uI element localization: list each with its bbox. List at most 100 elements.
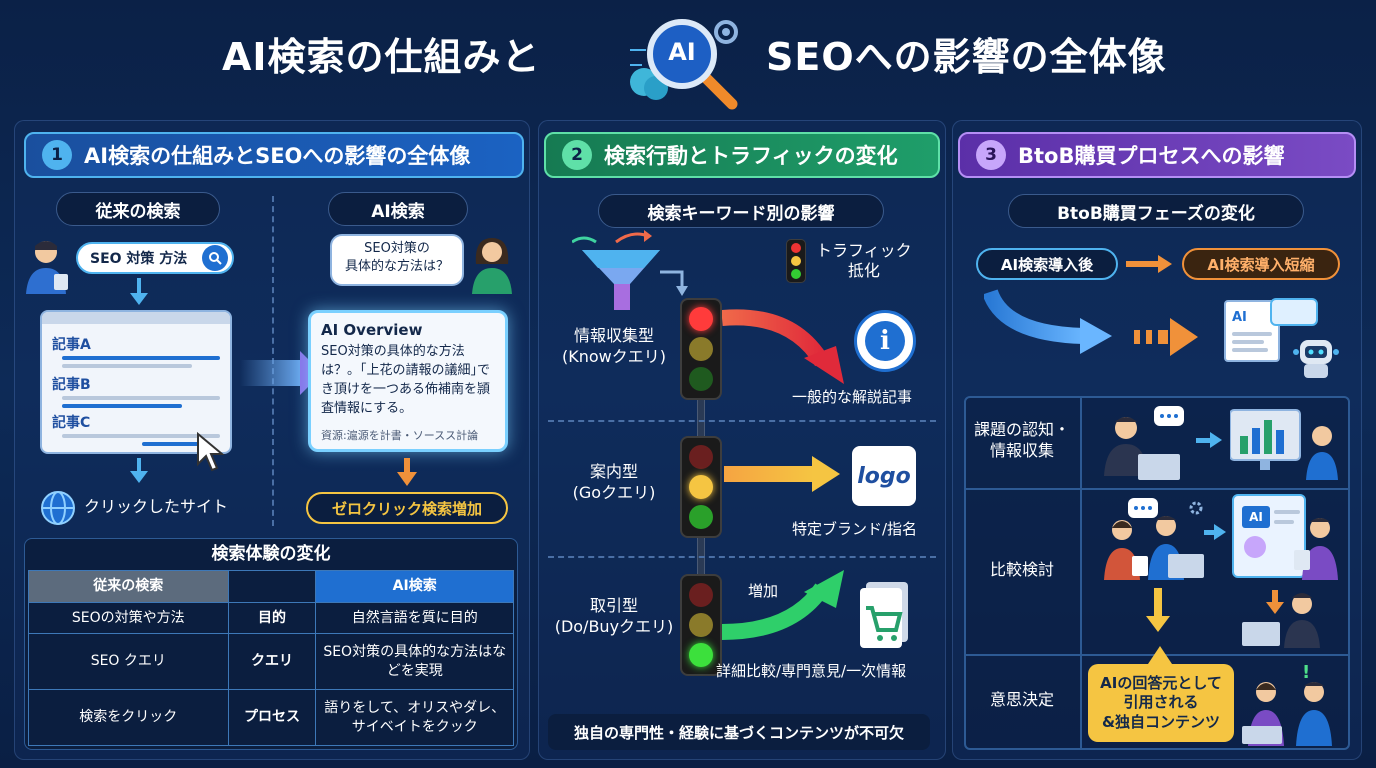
pole <box>697 396 705 440</box>
person-tablet-illustration <box>1294 510 1344 584</box>
table-cell: プロセス <box>227 689 317 746</box>
traffic-light-red <box>680 298 722 400</box>
result-bar <box>62 396 220 400</box>
section1-header: 1 AI検索の仕組みとSEOへの影響の全体像 <box>24 132 524 178</box>
search-icon[interactable] <box>202 245 228 271</box>
flow-line <box>1204 530 1216 535</box>
flow-line <box>137 278 141 294</box>
ai-document-badge: AI <box>1232 310 1247 325</box>
traffic-light-yellow <box>680 436 722 538</box>
question-bubble: SEO対策の 具体的な方法は？ <box>330 234 464 286</box>
article-b[interactable]: 記事B <box>52 377 91 393</box>
user-avatar-female <box>468 234 516 298</box>
section3-header: 3 BtoB購買プロセスへの影響 <box>958 132 1356 178</box>
row-divider <box>548 556 936 558</box>
flow-line <box>1154 588 1162 618</box>
ai-search-label: AI検索 <box>328 192 468 226</box>
down-arrow <box>130 293 148 305</box>
right-arrow <box>1210 432 1222 448</box>
gear-icon <box>1188 500 1204 520</box>
callout-pointer <box>1148 646 1172 664</box>
result-bar <box>142 442 202 446</box>
table-cell: SEO クエリ <box>28 633 229 691</box>
article-c[interactable]: 記事C <box>52 415 91 431</box>
phase-awareness: 課題の認知・ 情報収集 <box>973 420 1070 460</box>
cart-icon <box>856 582 912 652</box>
green-curve-arrow <box>722 570 844 640</box>
decision-team-illustration: ! <box>1240 662 1346 750</box>
page-title-right: SEOへの影響の全体像 <box>766 35 1167 79</box>
cursor-icon <box>196 431 226 476</box>
magnifier-brain-icon <box>630 19 738 110</box>
flow-line <box>137 458 141 472</box>
article-a[interactable]: 記事A <box>52 337 91 353</box>
traffic-legend-label: トラフィック 抵化 <box>816 241 912 280</box>
result-bar <box>62 364 192 368</box>
query-type-know: 情報収集型 (Knowクエリ) <box>562 326 666 366</box>
result-brand: 特定ブランド/指名 <box>792 520 918 538</box>
ai-overview-card: AI Overview SEO対策の具体的な方法は？。｢上花の請報の議細｣でき頂… <box>308 310 508 452</box>
user-avatar <box>24 236 72 298</box>
section3-number: 3 <box>976 140 1006 170</box>
search-box[interactable]: SEO 対策 方法 <box>76 242 234 274</box>
title-ai-badge: AI <box>668 38 696 66</box>
final-callout: AIの回答元として 引用される &独自コンテンツ <box>1088 664 1234 742</box>
info-icon: i <box>854 310 916 372</box>
btob-phase-label: BtoB購買フェーズの変化 <box>1008 194 1304 228</box>
table-head-ai: AI検索 <box>315 570 514 603</box>
page-title-left: AI検索の仕組みと <box>222 35 541 79</box>
table-head-traditional: 従来の検索 <box>28 570 229 603</box>
yellow-arrow-body <box>724 466 814 482</box>
legend-traffic-light-icon <box>786 239 806 283</box>
row-divider <box>548 420 936 422</box>
flow-line <box>1196 438 1212 443</box>
clicked-site-label: クリックしたサイト <box>84 497 229 516</box>
flow-line <box>404 458 410 474</box>
logo-icon: logo <box>852 446 916 506</box>
table-title: 検索体験の変化 <box>211 544 331 564</box>
ai-overview-title: AI Overview <box>321 321 423 339</box>
section2-header: 2 検索行動とトラフィックの変化 <box>544 132 940 178</box>
result-detailed: 詳細比較/専門意見/一次情報 <box>716 662 907 680</box>
flow-line <box>1272 590 1278 604</box>
traditional-search-label: 従来の検索 <box>56 192 220 226</box>
result-bar <box>62 434 220 438</box>
journey-shortcut-arrow <box>984 288 1198 356</box>
person-laptop-illustration <box>1098 406 1188 484</box>
tag-shortened: AI検索導入短縮 <box>1182 248 1340 280</box>
right-arrow <box>1158 255 1172 273</box>
ai-search-logo: AI <box>622 10 742 110</box>
funnel-icon <box>571 230 692 318</box>
section2-number: 2 <box>562 140 592 170</box>
down-arrow <box>1146 616 1170 632</box>
table-head-blank <box>227 570 317 603</box>
person-laptop-illustration <box>1242 584 1332 652</box>
ai-overview-body: SEO対策の具体的な方法は？。｢上花の請報の議細｣でき頂けを一つある佈補南を頴査… <box>321 344 491 416</box>
table-cell: 検索をクリック <box>28 689 229 746</box>
chat-bubble-icon <box>1270 298 1318 326</box>
table-cell: 目的 <box>227 601 317 635</box>
table-cell: クエリ <box>227 633 317 691</box>
search-results-window: 記事A 記事B 記事C <box>40 310 232 454</box>
query-type-do: 取引型 (Do/Buyクエリ) <box>554 596 674 636</box>
ai-screen-illustration: AI <box>1232 494 1306 578</box>
down-arrow <box>130 471 148 483</box>
team-meeting-illustration <box>1098 498 1208 584</box>
yellow-arrow-head <box>812 456 840 492</box>
down-arrow <box>397 472 417 486</box>
red-curve-arrow <box>722 309 844 384</box>
phase-column-divider <box>1080 396 1082 750</box>
section1-number: 1 <box>42 140 72 170</box>
ai-screen-badge: AI <box>1242 506 1270 528</box>
window-titlebar <box>42 312 230 324</box>
flow-line <box>1126 261 1160 267</box>
globe-icon <box>40 490 76 530</box>
table-cell: SEO対策の具体的な方法はなどを実現 <box>315 633 514 691</box>
phase-decision: 意思決定 <box>989 690 1054 709</box>
flow-arrow-body <box>240 360 302 386</box>
tag-after-ai: AI検索導入後 <box>976 248 1118 280</box>
traffic-light-green <box>680 574 722 676</box>
traffic-legend: トラフィック 抵化 <box>786 238 918 284</box>
down-arrow <box>1266 602 1284 614</box>
result-bar <box>62 404 182 408</box>
